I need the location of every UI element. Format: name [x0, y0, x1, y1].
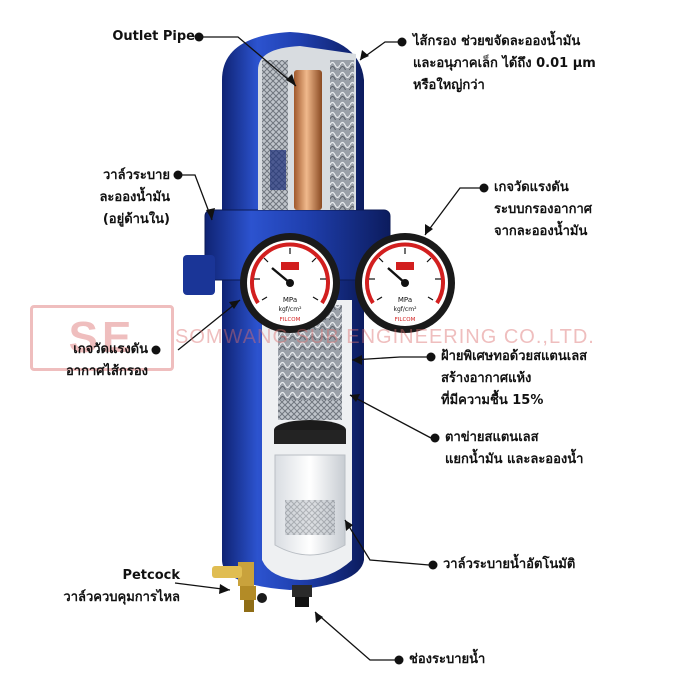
label-pressure-gauge-right: เกจวัดแรงดัน ระบบกรองอากาศ จากละอองน้ำมั… — [494, 177, 592, 243]
label-outlet-pipe-text: Outlet Pipe — [112, 29, 195, 44]
arrow-icon — [219, 584, 230, 594]
callout-dot-icon — [173, 170, 183, 180]
arrow-icon — [425, 224, 433, 235]
gauge-right-brand: FILCOM — [395, 317, 416, 323]
arrow-icon — [345, 520, 353, 531]
arrow-heads — [206, 50, 433, 623]
label-line: จากละอองน้ำมัน — [494, 224, 588, 239]
label-line: วาล์วควบคุมการไหล — [63, 590, 180, 605]
label-line: ละอองน้ำมัน — [99, 190, 170, 205]
label-line: หรือใหญ่กว่า — [413, 78, 485, 93]
arrow-icon — [360, 50, 369, 60]
upper-cutaway — [258, 46, 356, 210]
watermark-logo: SE — [30, 305, 174, 371]
label-line: เกจวัดแรงดัน — [494, 180, 569, 195]
callout-dot-icon — [479, 183, 489, 193]
callout-dot-icon — [194, 32, 204, 42]
callout-dot-icon — [151, 345, 161, 355]
gauge-left-unit-bottom: kgf/cm² — [279, 306, 303, 313]
filter-element-mesh-right — [330, 60, 354, 210]
label-line: อากาศไส้กรอง — [65, 364, 148, 379]
callout-dot-icon — [428, 560, 438, 570]
callout-leaders — [174, 36, 480, 661]
label-stainless-wool: ฝ้ายพิเศษทอด้วยสแตนเลส สร้างอากาศแห้ง ที… — [441, 346, 587, 412]
watermark-logo-text: SE — [68, 313, 136, 362]
stainless-mesh — [278, 400, 342, 420]
label-line: วาล์วระบาย — [103, 168, 170, 183]
gauge-left-brand: FILCOM — [280, 317, 301, 323]
label-line: เกจวัดแรงดัน — [73, 342, 148, 357]
pressure-gauge-right: MPa kgf/cm² FILCOM — [355, 233, 455, 333]
label-stainless-mesh: ตาข่ายสแตนเลส แยกน้ำมัน และละอองน้ำ — [445, 427, 583, 471]
gauge-left-unit-top: MPa — [283, 296, 297, 304]
petcock-valve — [212, 562, 267, 612]
label-drain-port: ช่องระบายน้ำ — [409, 649, 485, 671]
arrow-icon — [315, 612, 323, 623]
gauge-right-unit-top: MPa — [398, 296, 412, 304]
label-pressure-gauge-left: เกจวัดแรงดัน อากาศไส้กรอง — [30, 339, 148, 383]
label-line: ช่องระบายน้ำ — [409, 652, 486, 667]
label-line: Petcock — [122, 568, 180, 583]
label-line: แยกน้ำมัน และละอองน้ำ — [445, 452, 584, 467]
label-auto-drain-valve: วาล์วระบายน้ำอัตโนมัติ — [443, 554, 575, 576]
label-line: และอนุภาคเล็ก ได้ถึง 0.01 µm — [413, 56, 596, 71]
label-line: (อยู่ด้านใน) — [102, 212, 170, 227]
label-line: ระบบกรองอากาศ — [494, 202, 593, 217]
callout-dot-icon — [430, 433, 440, 443]
pressure-gauge-left: MPa kgf/cm² FILCOM — [240, 233, 340, 333]
drain-port — [292, 585, 312, 607]
label-line: ไส้กรอง ช่วยขจัดละอองน้ำมัน — [413, 34, 581, 49]
label-filter-element: ไส้กรอง ช่วยขจัดละอองน้ำมัน และอนุภาคเล็… — [413, 31, 596, 97]
callout-dot-icon — [394, 655, 404, 665]
label-line: ที่มีความชื้น 15% — [441, 393, 544, 408]
gauge-right-unit-bottom: kgf/cm² — [394, 306, 418, 313]
label-oil-mist-drain-valve: วาล์วระบาย ละอองน้ำมัน (อยู่ด้านใน) — [40, 165, 170, 231]
callout-dots — [151, 32, 489, 665]
arrow-icon — [350, 394, 360, 402]
arrow-icon — [206, 208, 215, 220]
label-line: สร้างอากาศแห้ง — [441, 371, 532, 386]
label-line: วาล์วระบายน้ำอัตโนมัติ — [443, 557, 576, 572]
leader-outlet-pipe — [203, 36, 297, 87]
label-petcock: Petcock วาล์วควบคุมการไหล — [20, 565, 180, 609]
arrow-icon — [286, 74, 296, 86]
arrow-icon — [352, 355, 362, 365]
callout-dot-icon — [426, 352, 436, 362]
label-outlet-pipe: Outlet Pipe — [95, 26, 195, 48]
watermark-company: SOMWANG SUB ENGINEERING CO.,LTD. — [175, 326, 595, 348]
outlet-pipe — [294, 70, 322, 210]
arrow-icon — [229, 300, 240, 309]
label-line: ฝ้ายพิเศษทอด้วยสแตนเลส — [441, 349, 588, 364]
label-line: ตาข่ายสแตนเลส — [445, 430, 539, 445]
callout-dot-icon — [397, 37, 407, 47]
